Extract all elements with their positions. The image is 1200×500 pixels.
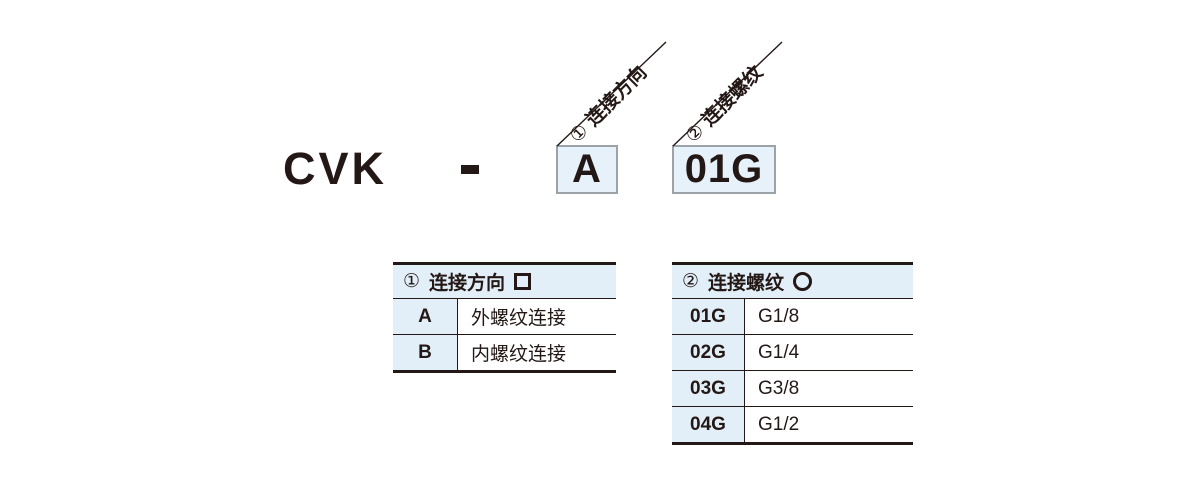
option-description: G1/2 — [744, 406, 913, 445]
table-header-thread: ② 连接螺纹 — [672, 262, 913, 299]
table-row[interactable]: 02G G1/4 — [672, 334, 913, 371]
option-description: G1/4 — [744, 334, 913, 371]
product-code-row: CVK A 01G ① 连接方向 ② 连接螺纹 — [0, 0, 1200, 230]
table-header-row: ① 连接方向 — [393, 262, 616, 299]
table-row[interactable]: 01G G1/8 — [672, 298, 913, 335]
option-code: B — [393, 334, 458, 373]
leader-lines — [556, 41, 783, 147]
option-description: G3/8 — [744, 370, 913, 407]
product-code-separator — [461, 165, 479, 174]
table-header-number-1: ① — [403, 271, 421, 292]
table-row[interactable]: A 外螺纹连接 — [393, 298, 616, 335]
option-code: 02G — [672, 334, 745, 371]
option-description: G1/8 — [744, 298, 913, 335]
option-code: A — [393, 298, 458, 335]
circle-symbol-icon — [793, 272, 813, 291]
table-row[interactable]: B 内螺纹连接 — [393, 334, 616, 373]
option-code: 01G — [672, 298, 745, 335]
table-header-title-2: 连接螺纹 — [708, 273, 785, 294]
square-symbol-icon — [514, 273, 532, 290]
option-code: 03G — [672, 370, 745, 407]
option-description: 内螺纹连接 — [457, 334, 616, 373]
table-row[interactable]: 04G G1/2 — [672, 406, 913, 445]
option-description: 外螺纹连接 — [457, 298, 616, 335]
table-header-direction: ① 连接方向 — [393, 262, 616, 299]
leader-line-1 — [556, 41, 667, 147]
product-code-prefix: CVK — [283, 143, 388, 194]
table-row[interactable]: 03G G3/8 — [672, 370, 913, 407]
code-box-thread[interactable]: 01G — [672, 145, 776, 194]
option-table-direction: ① 连接方向 A 外螺纹连接 B 内螺纹连接 — [393, 262, 616, 373]
table-header-title-1: 连接方向 — [429, 273, 506, 294]
table-header-row: ② 连接螺纹 — [672, 262, 913, 299]
leader-line-2 — [672, 41, 783, 147]
option-code: 04G — [672, 406, 745, 445]
code-box-direction[interactable]: A — [556, 145, 618, 194]
table-header-number-2: ② — [682, 271, 700, 292]
option-table-thread: ② 连接螺纹 01G G1/8 02G G1/4 03G G3/8 — [672, 262, 913, 445]
